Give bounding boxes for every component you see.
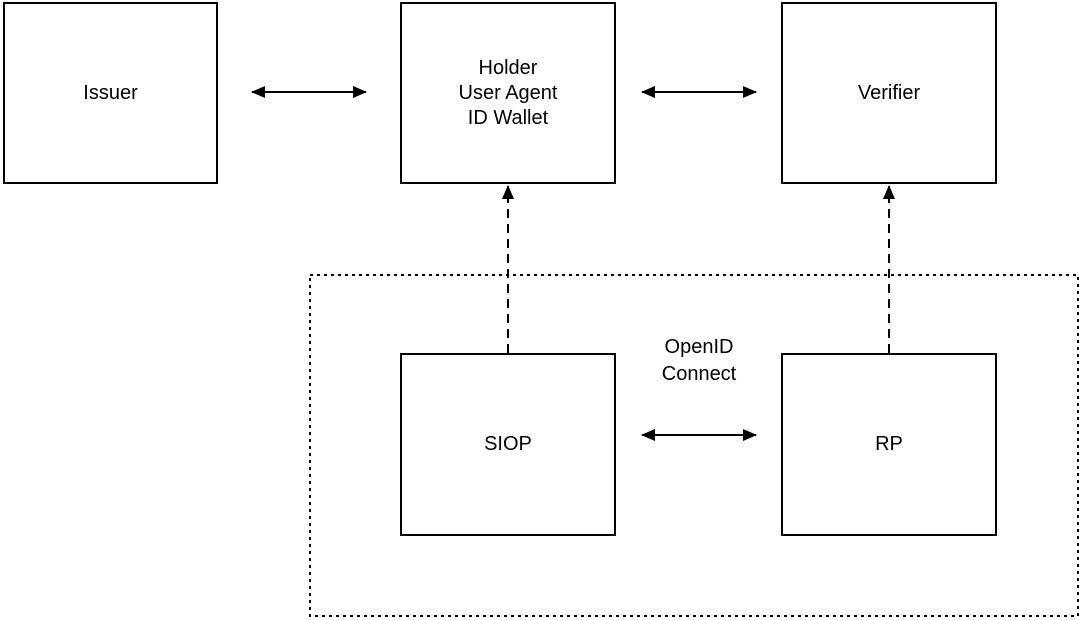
connect-label: Connect [661,363,737,385]
issuer-label: Issuer [83,81,138,104]
openid-label: OpenID [664,336,734,358]
verifier-label: Verifier [857,81,921,104]
openid-connect-boundary [309,274,1079,617]
user-agent-label: User Agent [458,81,558,104]
verifier-box: Verifier [781,2,997,184]
holder-label: Holder [478,56,538,79]
openid-connect-caption: OpenID Connect [639,334,759,388]
id-wallet-label: ID Wallet [467,106,549,129]
holder-box: Holder User Agent ID Wallet [400,2,616,184]
rp-box: RP [781,353,997,536]
rp-label: RP [875,433,903,455]
siop-box: SIOP [400,353,616,536]
issuer-box: Issuer [3,2,218,184]
siop-label: SIOP [484,433,532,455]
